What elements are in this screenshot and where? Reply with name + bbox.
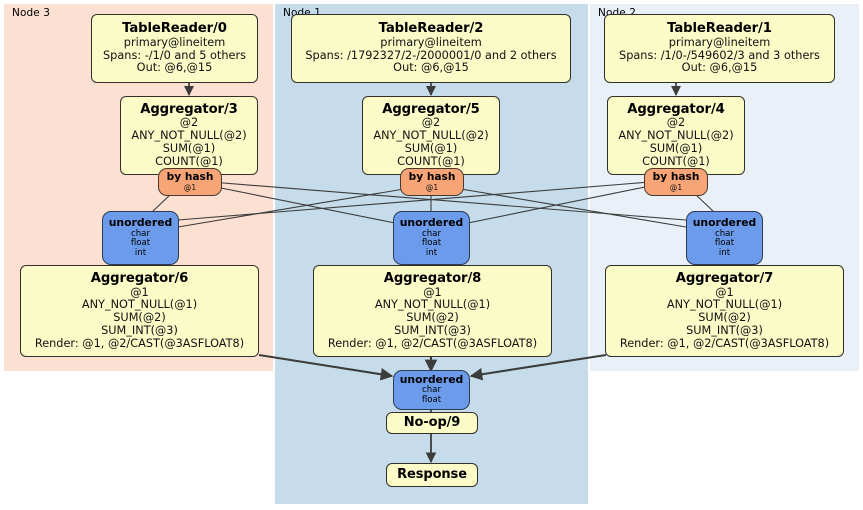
tablereader-0-line-2: Out: @6,@15 [136, 61, 213, 75]
stream-right-title: unordered [692, 216, 757, 230]
stream-left-line-0: char [131, 228, 150, 239]
tablereader-2-title: TableReader/2 [378, 20, 484, 36]
tablereader-2-line-1: Spans: /1792327/2-/2000001/0 and 2 other… [305, 48, 557, 62]
aggregator-3-title: Aggregator/3 [140, 101, 238, 117]
stream-unordered-left[interactable]: unordered char float int [102, 211, 179, 265]
response-title: Response [397, 466, 467, 482]
router-left-title: by hash [166, 170, 214, 183]
stream-final-title: unordered [399, 373, 464, 387]
stream-unordered-center[interactable]: unordered char float int [393, 211, 470, 265]
node-tablereader-2[interactable]: TableReader/2 primary@lineitem Spans: /1… [291, 14, 571, 83]
aggregator-3-line-1: ANY_NOT_NULL(@2) [131, 129, 247, 143]
aggregator-8-line-3: SUM_INT(@3) [394, 323, 471, 337]
stream-left-line-2: int [134, 247, 147, 258]
aggregator-5-line-3: COUNT(@1) [397, 154, 465, 168]
stream-right-line-0: char [715, 228, 734, 239]
aggregator-6-line-0: @1 [130, 285, 149, 299]
node-no-op-9[interactable]: No-op/9 [386, 412, 478, 434]
aggregator-8-line-1: ANY_NOT_NULL(@1) [374, 298, 491, 312]
node-aggregator-4[interactable]: Aggregator/4 @2 ANY_NOT_NULL(@2) SUM(@1)… [607, 96, 745, 175]
aggregator-8-title: Aggregator/8 [383, 270, 482, 286]
tablereader-0-line-0: primary@lineitem [123, 35, 226, 49]
aggregator-5-title: Aggregator/5 [382, 101, 480, 117]
aggregator-5-line-2: SUM(@1) [404, 141, 458, 155]
tablereader-1-line-0: primary@lineitem [668, 35, 771, 49]
tablereader-1-line-1: Spans: /1/0-/549602/3 and 3 others [619, 48, 820, 62]
stream-center-line-2: int [425, 247, 438, 258]
aggregator-6-line-3: SUM_INT(@3) [101, 323, 178, 337]
aggregator-4-title: Aggregator/4 [627, 101, 725, 117]
cluster-label-node-3: Node 3 [12, 7, 51, 19]
router-by-hash-left[interactable]: by hash @1 [158, 168, 222, 196]
stream-final-line-1: float [421, 395, 442, 406]
stream-left-title: unordered [108, 216, 173, 230]
node-aggregator-7[interactable]: Aggregator/7 @1 ANY_NOT_NULL(@1) SUM(@2)… [605, 265, 844, 357]
tablereader-1-title: TableReader/1 [667, 20, 772, 36]
aggregator-4-line-1: ANY_NOT_NULL(@2) [618, 129, 734, 143]
tablereader-1-line-2: Out: @6,@15 [681, 61, 758, 75]
stream-final-line-0: char [422, 385, 441, 396]
router-by-hash-right[interactable]: by hash @1 [644, 168, 708, 196]
node-aggregator-8[interactable]: Aggregator/8 @1 ANY_NOT_NULL(@1) SUM(@2)… [313, 265, 552, 357]
router-by-hash-center[interactable]: by hash @1 [400, 168, 464, 196]
stream-center-line-0: char [422, 228, 441, 239]
aggregator-6-line-4: Render: @1, @2/CAST(@3ASFLOAT8) [34, 336, 245, 350]
stream-unordered-right[interactable]: unordered char float int [686, 211, 763, 265]
no-op-9-title: No-op/9 [403, 414, 461, 430]
aggregator-7-title: Aggregator/7 [675, 270, 774, 286]
stream-right-line-1: float [714, 238, 735, 249]
node-tablereader-0[interactable]: TableReader/0 primary@lineitem Spans: -/… [91, 14, 258, 83]
aggregator-4-line-0: @2 [666, 116, 686, 130]
aggregator-3-line-0: @2 [179, 116, 199, 130]
aggregator-8-line-0: @1 [423, 285, 442, 299]
stream-right-line-2: int [718, 247, 731, 258]
stream-center-line-1: float [421, 238, 442, 249]
tablereader-2-line-2: Out: @6,@15 [393, 61, 469, 75]
tablereader-0-title: TableReader/0 [122, 20, 227, 36]
node-response[interactable]: Response [386, 463, 478, 487]
aggregator-6-line-2: SUM(@2) [113, 311, 166, 325]
aggregator-7-line-2: SUM(@2) [698, 311, 751, 325]
router-center-line-0: @1 [425, 182, 439, 192]
router-right-line-0: @1 [669, 182, 683, 192]
aggregator-7-line-0: @1 [715, 285, 734, 299]
stream-left-line-1: float [130, 238, 151, 249]
aggregator-6-line-1: ANY_NOT_NULL(@1) [81, 298, 198, 312]
tablereader-0-line-1: Spans: -/1/0 and 5 others [103, 48, 246, 62]
router-center-title: by hash [408, 170, 456, 183]
aggregator-7-line-1: ANY_NOT_NULL(@1) [666, 298, 783, 312]
stream-center-title: unordered [399, 216, 464, 230]
node-tablereader-1[interactable]: TableReader/1 primary@lineitem Spans: /1… [604, 14, 835, 83]
aggregator-4-line-3: COUNT(@1) [642, 154, 710, 168]
aggregator-5-line-0: @2 [421, 116, 441, 130]
router-right-title: by hash [652, 170, 700, 183]
node-aggregator-3[interactable]: Aggregator/3 @2 ANY_NOT_NULL(@2) SUM(@1)… [120, 96, 258, 175]
tablereader-2-line-0: primary@lineitem [380, 35, 482, 49]
node-aggregator-5[interactable]: Aggregator/5 @2 ANY_NOT_NULL(@2) SUM(@1)… [362, 96, 500, 175]
node-aggregator-6[interactable]: Aggregator/6 @1 ANY_NOT_NULL(@1) SUM(@2)… [20, 265, 259, 357]
router-left-line-0: @1 [183, 182, 197, 192]
aggregator-8-line-2: SUM(@2) [406, 311, 459, 325]
aggregator-8-line-4: Render: @1, @2/CAST(@3ASFLOAT8) [327, 336, 538, 350]
aggregator-3-line-2: SUM(@1) [162, 141, 216, 155]
aggregator-7-line-3: SUM_INT(@3) [686, 323, 763, 337]
aggregator-5-line-1: ANY_NOT_NULL(@2) [373, 129, 489, 143]
stream-unordered-final[interactable]: unordered char float [393, 370, 470, 410]
aggregator-7-line-4: Render: @1, @2/CAST(@3ASFLOAT8) [619, 336, 830, 350]
aggregator-3-line-3: COUNT(@1) [155, 154, 223, 168]
aggregator-4-line-2: SUM(@1) [649, 141, 703, 155]
aggregator-6-title: Aggregator/6 [90, 270, 189, 286]
